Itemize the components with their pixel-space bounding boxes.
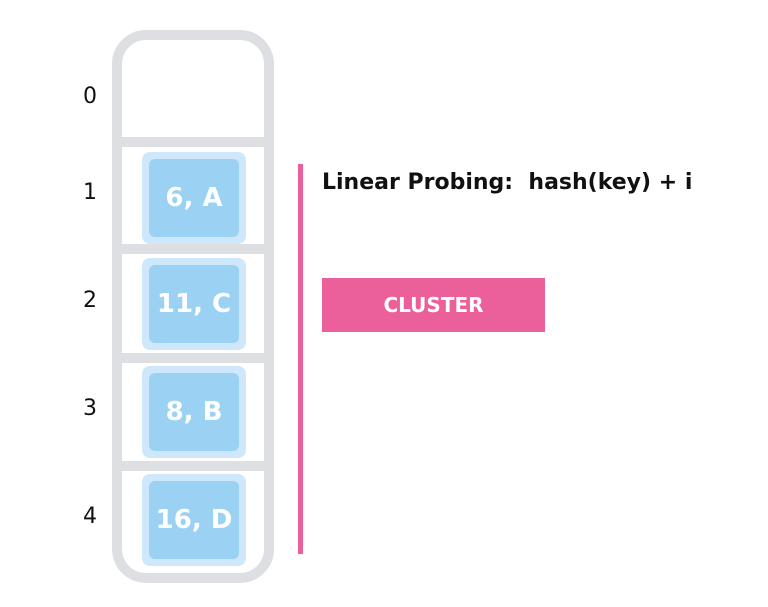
slot-index-4: 4 [83,504,97,529]
slot-divider [122,353,264,363]
slot-index-2: 2 [83,288,97,313]
slot-index-0: 0 [83,84,97,109]
probing-formula: Linear Probing: hash(key) + i [322,170,693,195]
slot-entry-2-label: 11, C [149,265,239,343]
slot-divider [122,461,264,471]
slot-divider [122,244,264,254]
slot-divider [122,137,264,147]
slot-entry-1-label: 6, A [149,159,239,237]
slot-index-1: 1 [83,180,97,205]
slot-entry-2: 11, C [142,258,246,350]
slot-entry-3: 8, B [142,366,246,458]
hash-table-outline [112,30,274,583]
slot-entry-4: 16, D [142,474,246,566]
slot-entry-4-label: 16, D [149,481,239,559]
slot-index-3: 3 [83,396,97,421]
cluster-badge: CLUSTER [322,278,545,332]
slot-entry-3-label: 8, B [149,373,239,451]
cluster-bracket [298,164,303,554]
slot-entry-1: 6, A [142,152,246,244]
